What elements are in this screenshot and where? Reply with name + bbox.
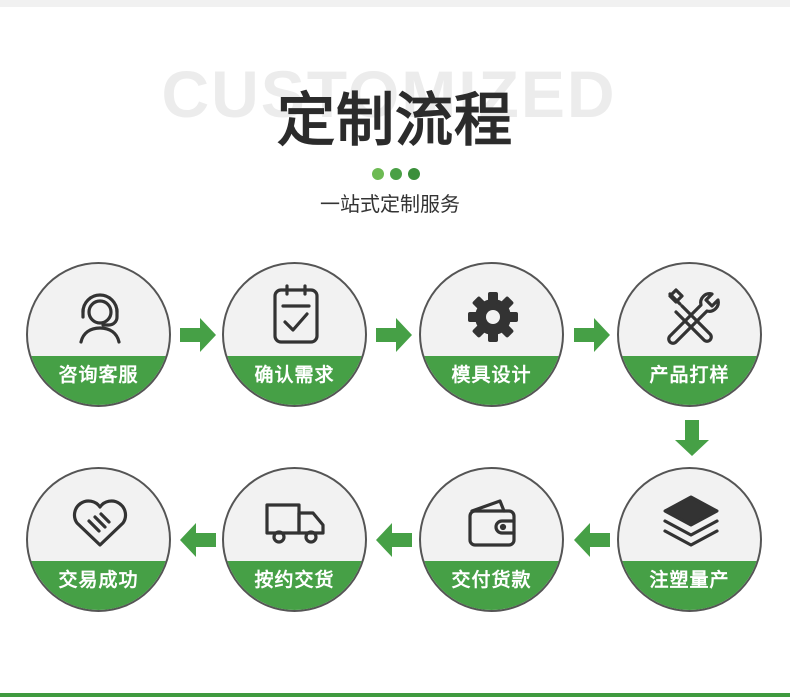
step-label: 交付货款 [421,561,562,610]
step-label: 咨询客服 [28,356,169,405]
page-title: 定制流程 [276,86,513,154]
dot-3 [408,168,420,180]
checklist-clipboard-icon [261,282,331,352]
gear-icon [458,282,528,352]
step-payment: 交付货款 [419,467,564,612]
step-label: 产品打样 [619,356,760,405]
delivery-truck-icon [261,487,331,557]
step-label: 模具设计 [421,356,562,405]
step-customer-service: 咨询客服 [26,262,171,407]
bottom-divider [0,693,790,697]
background-watermark-word: CUSTOMIZED [161,57,617,131]
arrow-left-icon [178,520,218,560]
layers-stack-icon [656,487,726,557]
arrow-left-icon [374,520,414,560]
step-deliver-on-time: 按约交货 [222,467,367,612]
step-mass-production: 注塑量产 [617,467,762,612]
arrow-right-icon [178,315,218,355]
arrow-left-icon [572,520,612,560]
step-confirm-requirements: 确认需求 [222,262,367,407]
step-deal-success: 交易成功 [26,467,171,612]
step-label: 注塑量产 [619,561,760,610]
arrow-right-icon [374,315,414,355]
step-label: 按约交货 [224,561,365,610]
step-mold-design: 模具设计 [419,262,564,407]
step-label: 确认需求 [224,356,365,405]
page-subtitle: 一站式定制服务 [320,192,460,216]
wallet-icon [458,487,528,557]
step-product-sampling: 产品打样 [617,262,762,407]
top-band [0,0,790,7]
dot-1 [372,168,384,180]
dot-2 [390,168,402,180]
handshake-heart-icon [65,487,135,557]
title-dots [372,168,420,180]
wrench-screwdriver-icon [656,282,726,352]
customer-service-headset-icon [65,282,135,352]
arrow-down-icon [672,418,712,458]
arrow-right-icon [572,315,612,355]
step-label: 交易成功 [28,561,169,610]
